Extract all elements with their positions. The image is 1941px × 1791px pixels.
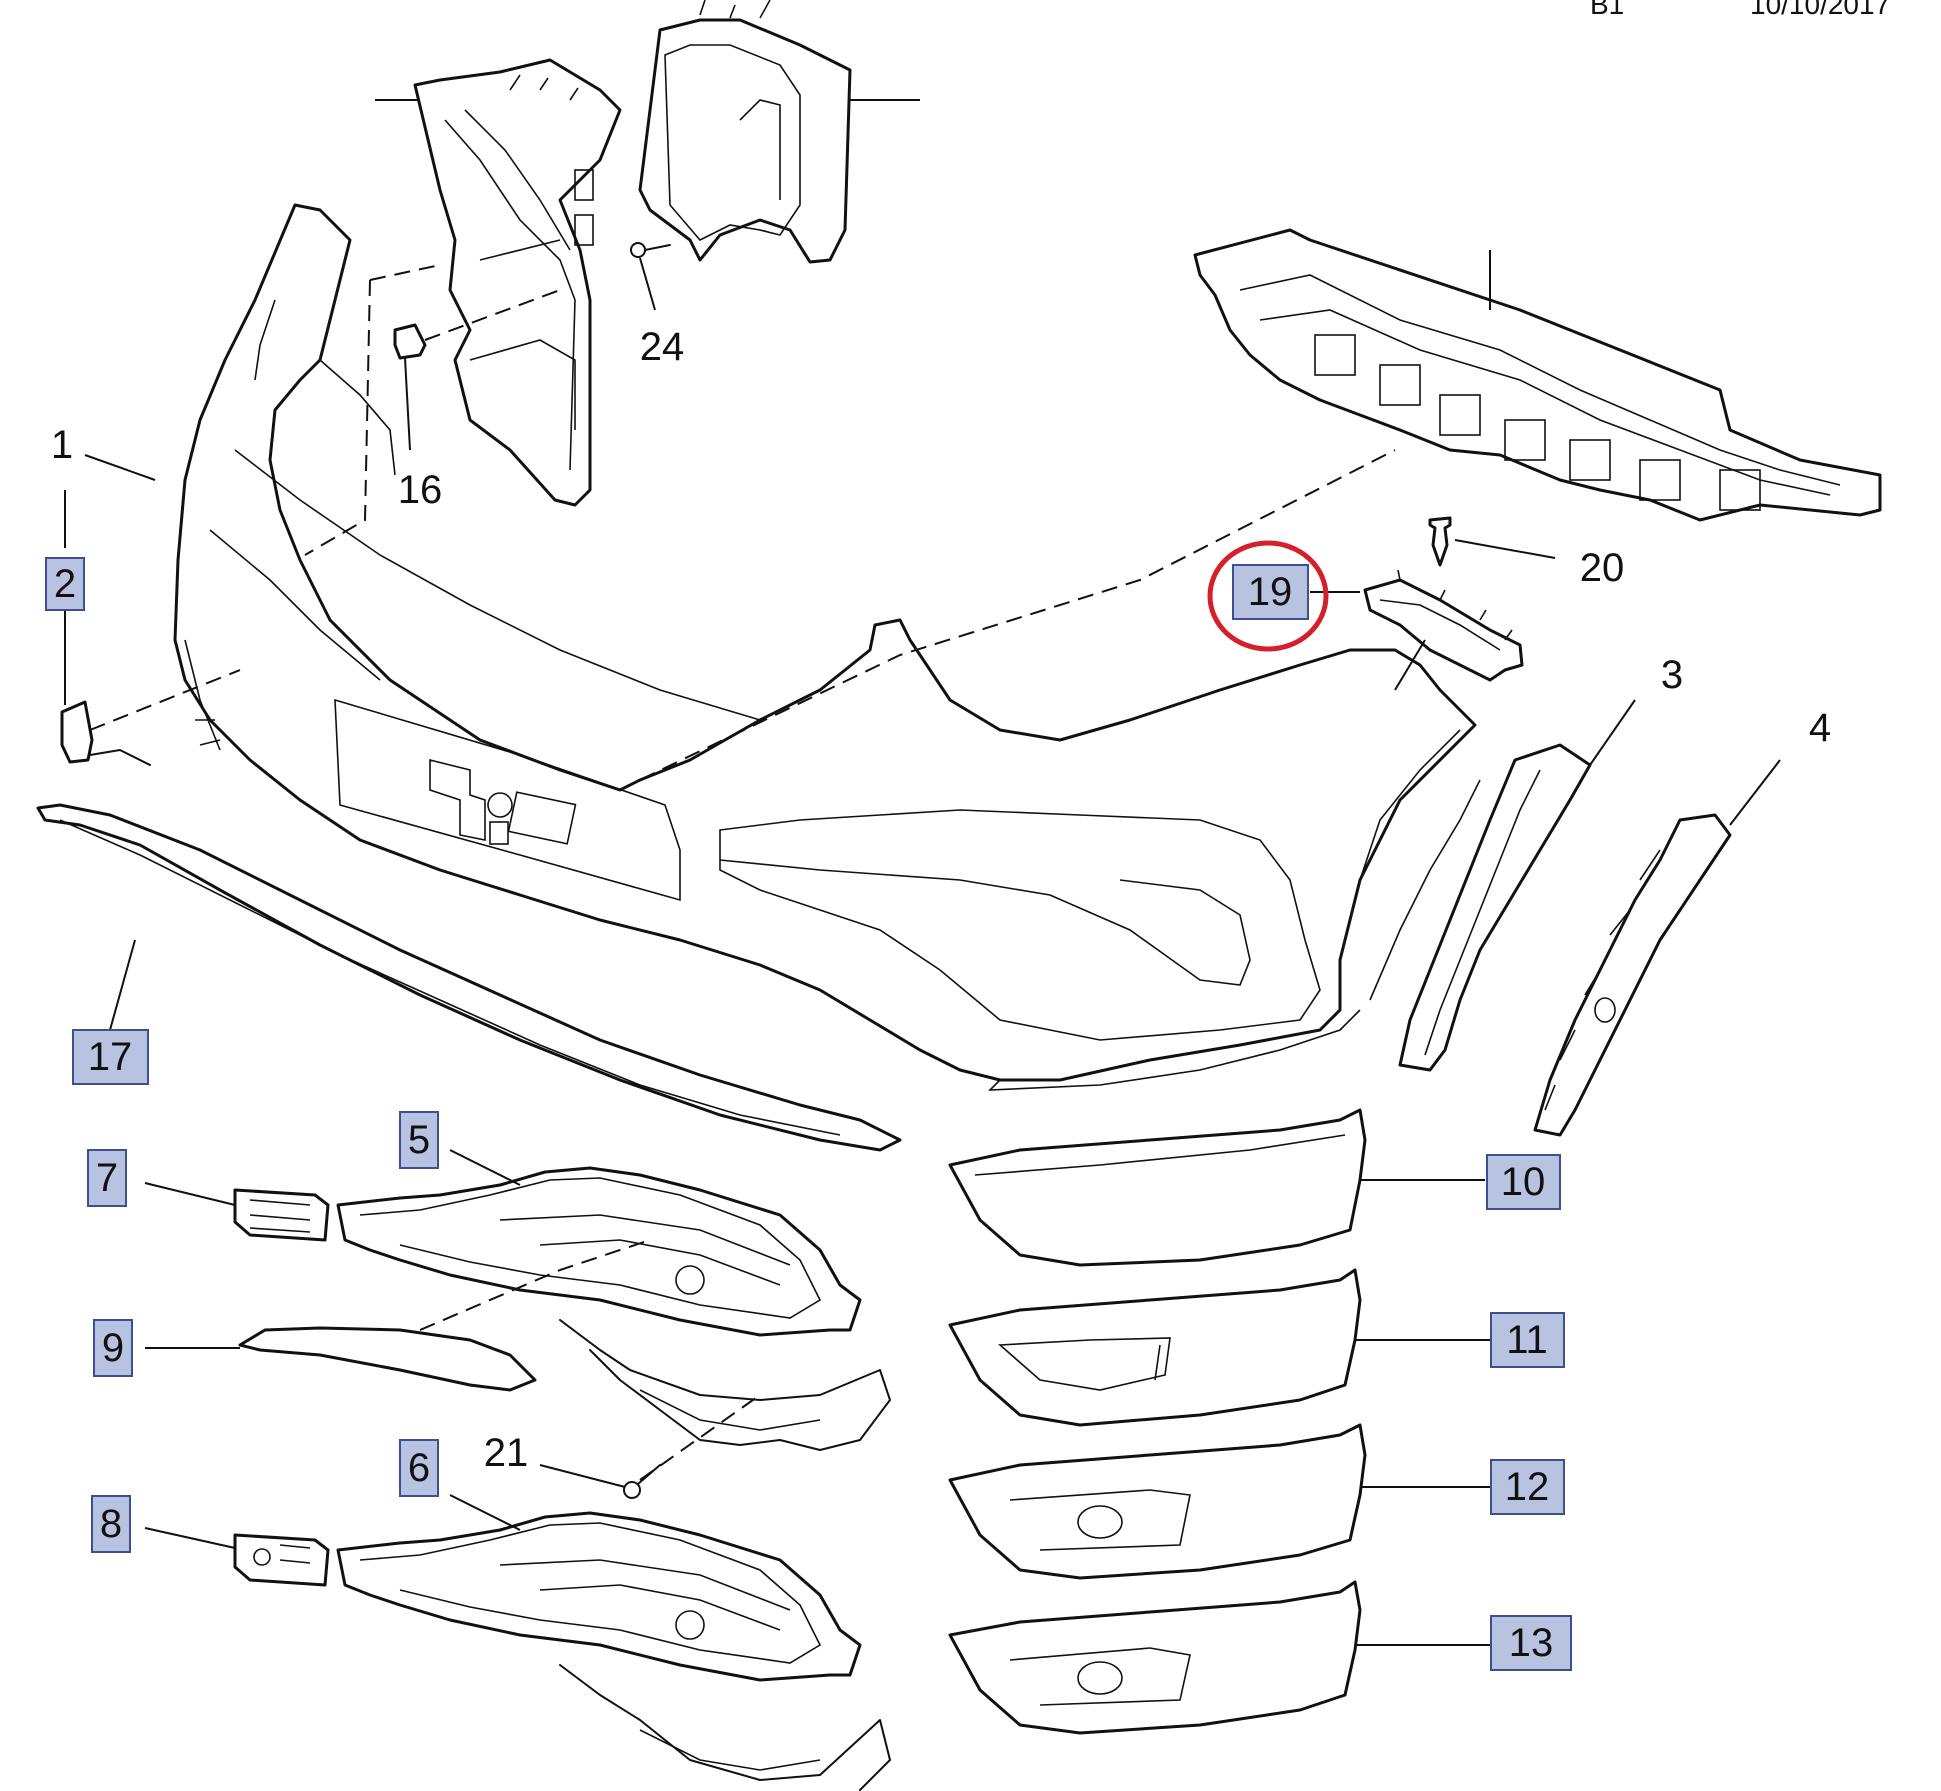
callout-11: 11 bbox=[1490, 1312, 1565, 1368]
clip-16 bbox=[393, 289, 561, 451]
callout-1: 1 bbox=[51, 423, 73, 467]
callout-2: 2 bbox=[45, 557, 85, 611]
tow-cover-part bbox=[60, 490, 151, 766]
module-frame-part bbox=[638, 0, 920, 264]
callout-12: 12 bbox=[1490, 1459, 1565, 1515]
svg-text:7: 7 bbox=[96, 1156, 118, 1200]
svg-text:17: 17 bbox=[88, 1035, 133, 1079]
callout-4: 4 bbox=[1809, 706, 1831, 750]
callout-17: 17 bbox=[72, 1029, 149, 1085]
bezel-13-part bbox=[948, 1580, 1490, 1735]
lower-spoiler-part bbox=[36, 803, 902, 1152]
screw-24 bbox=[630, 242, 671, 311]
side-molding-4-part bbox=[1533, 759, 1781, 1137]
svg-text:11: 11 bbox=[1506, 1318, 1548, 1362]
callout-9: 9 bbox=[93, 1319, 133, 1377]
callout-21: 21 bbox=[484, 1431, 529, 1475]
callout-24: 24 bbox=[640, 325, 685, 369]
grille-6-part bbox=[336, 1494, 891, 1791]
svg-text:13: 13 bbox=[1509, 1621, 1554, 1665]
svg-text:12: 12 bbox=[1505, 1465, 1550, 1509]
callout-3: 3 bbox=[1661, 653, 1683, 697]
svg-text:19: 19 bbox=[1248, 570, 1293, 614]
svg-text:2: 2 bbox=[54, 562, 76, 606]
bezel-11-part bbox=[948, 1268, 1490, 1427]
side-molding-3-part bbox=[1398, 699, 1636, 1072]
callout-7: 7 bbox=[87, 1149, 127, 1207]
screw-20 bbox=[1428, 516, 1556, 567]
grille-5-part bbox=[336, 1149, 891, 1451]
svg-text:6: 6 bbox=[408, 1446, 430, 1490]
bezel-12-part bbox=[948, 1423, 1490, 1580]
callout-6: 6 bbox=[399, 1439, 439, 1497]
svg-text:9: 9 bbox=[102, 1326, 124, 1370]
energy-absorber-part bbox=[1193, 228, 1882, 522]
bezel-10-part bbox=[948, 1108, 1485, 1267]
header-code: B1 bbox=[1590, 0, 1624, 20]
callout-5: 5 bbox=[399, 1111, 439, 1169]
svg-text:10: 10 bbox=[1501, 1160, 1546, 1204]
svg-text:8: 8 bbox=[100, 1502, 122, 1546]
insert-8-part bbox=[144, 1527, 330, 1587]
callout-16: 16 bbox=[398, 468, 443, 512]
fender-bracket-part bbox=[413, 58, 622, 507]
bumper-cover-part bbox=[173, 203, 1481, 1091]
callout-20: 20 bbox=[1580, 546, 1625, 590]
callout-10: 10 bbox=[1486, 1154, 1561, 1210]
bracket-19-part bbox=[1310, 569, 1524, 691]
header-date: 10/10/2017 bbox=[1750, 0, 1890, 20]
highlight-ring bbox=[1207, 540, 1329, 652]
callout-8: 8 bbox=[91, 1495, 131, 1553]
trim-9-part bbox=[145, 1326, 537, 1392]
callout-13: 13 bbox=[1490, 1615, 1572, 1671]
callout-19: 19 bbox=[1207, 540, 1329, 652]
svg-text:5: 5 bbox=[408, 1118, 430, 1162]
insert-7-part bbox=[144, 1182, 330, 1242]
screw-21 bbox=[539, 1394, 761, 1499]
